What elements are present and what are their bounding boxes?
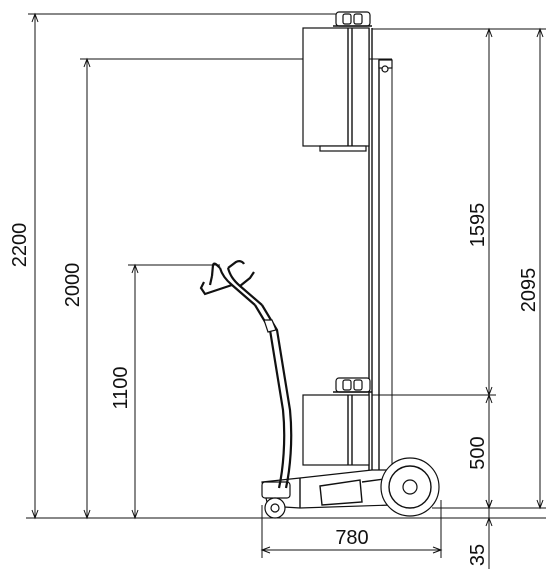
hook-icon: [378, 59, 393, 73]
rear-wheel: [380, 457, 440, 517]
dimension-overall-height: [28, 12, 345, 520]
dimension-ground-clearance: [485, 499, 493, 569]
label-2095: 2095: [518, 268, 540, 313]
label-2000: 2000: [62, 263, 84, 308]
dimension-base-length: [260, 500, 443, 558]
handle-assembly: [199, 260, 293, 489]
lower-carriage-cap: [333, 377, 372, 393]
mast-top-cap: [333, 11, 372, 27]
dimension-handle-height: [128, 263, 220, 520]
mast: [368, 28, 393, 470]
label-780: 780: [335, 527, 368, 549]
front-caster-wheel: [261, 481, 291, 519]
label-2200: 2200: [9, 223, 31, 268]
label-35: 35: [467, 544, 489, 566]
label-1100: 1100: [110, 366, 132, 409]
label-1595: 1595: [467, 203, 489, 248]
dimension-total-lift: [489, 27, 546, 510]
label-500: 500: [467, 436, 489, 469]
lower-carriage: [302, 394, 370, 466]
upper-carriage: [302, 27, 370, 152]
